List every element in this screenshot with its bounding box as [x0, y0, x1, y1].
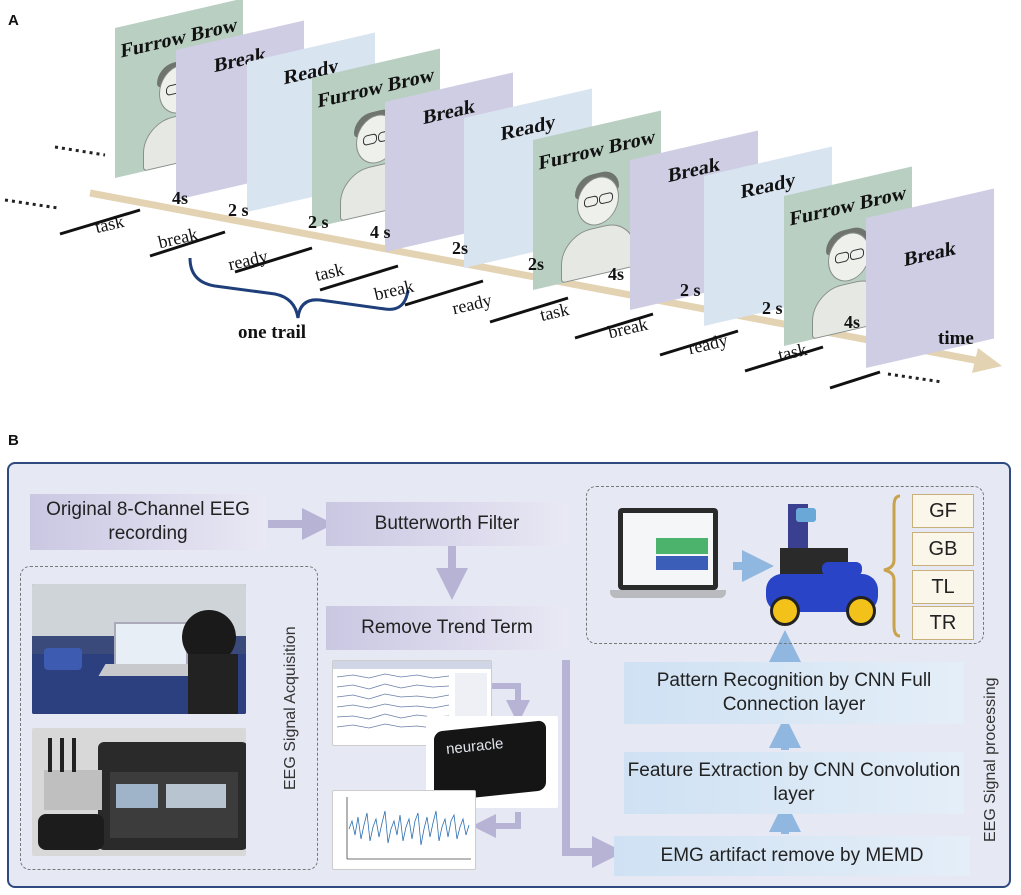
laptop-image [610, 508, 728, 612]
robot-car-image [762, 504, 886, 630]
recognition-region [586, 486, 984, 644]
duration-label: 2s [452, 238, 469, 258]
duration-label: 4s [608, 264, 625, 284]
feature-extraction-box: Feature Extraction by CNN Convolution la… [624, 752, 964, 814]
segment-ticks [59, 208, 881, 390]
acquisition-label: EEG Signal Acquisition [282, 626, 299, 790]
pattern-recognition-box: Pattern Recognition by CNN Full Connecti… [624, 662, 964, 724]
duration-label: 2 s [308, 212, 329, 232]
time-axis-label: time [938, 328, 974, 349]
duration-label: 2 s [762, 298, 783, 318]
class-tr: TR [912, 606, 974, 640]
acquisition-photo [32, 584, 246, 714]
emg-artifact-box: EMG artifact remove by MEMD [614, 836, 970, 876]
acquisition-region [20, 566, 318, 870]
duration-label: 2 s [680, 280, 701, 300]
class-gf: GF [912, 494, 974, 528]
original-eeg-box: Original 8-Channel EEG recording [30, 494, 266, 550]
signal-plot [332, 790, 476, 870]
panel-a-letter: A [8, 12, 19, 29]
duration-label: 4s [844, 312, 861, 332]
one-trail-brace [188, 257, 410, 319]
duration-label: 2s [528, 254, 545, 274]
class-gb: GB [912, 532, 974, 566]
duration-label: 2 s [228, 200, 249, 220]
duration-label: 4 s [370, 222, 391, 242]
butterworth-filter-box: Butterworth Filter [326, 502, 568, 546]
duration-label: 4s [172, 188, 189, 208]
processing-label: EEG Signal processing [982, 677, 999, 842]
remove-trend-box: Remove Trend Term [326, 606, 568, 650]
class-tl: TL [912, 570, 974, 604]
one-trail-label: one trail [238, 322, 307, 343]
device-case-photo [32, 728, 246, 856]
panel-b-letter: B [8, 432, 19, 449]
